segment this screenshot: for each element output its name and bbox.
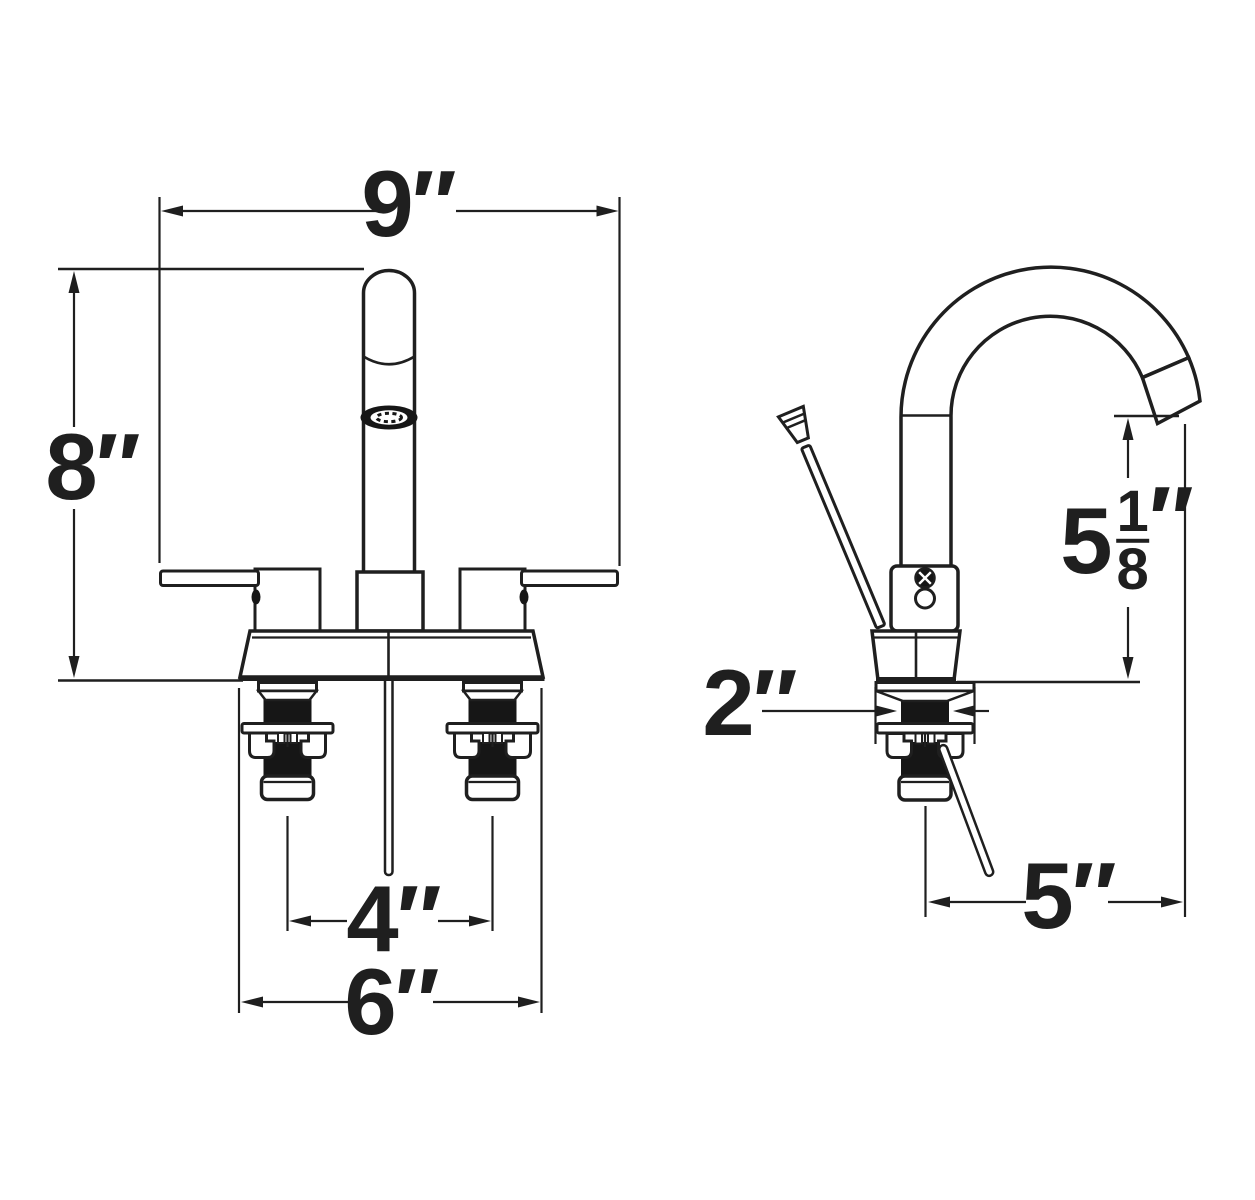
spout-height-fraction: 1 8	[1116, 478, 1149, 602]
spout-base-block	[355, 570, 425, 633]
dimension-label-base-width: 6″	[344, 949, 439, 1054]
side-view	[762, 265, 1202, 917]
dimension-4in	[286, 816, 494, 931]
valve-body	[889, 564, 960, 633]
dimension-6in	[237, 688, 543, 1013]
dimension-label-spout-height: 5 1 8 ″	[1060, 466, 1194, 602]
cone-base	[870, 629, 962, 682]
spout-height-numerator: 1	[1116, 478, 1149, 544]
spout-height-whole: 5	[1060, 488, 1112, 593]
dimension-label-overall-height: 8″	[45, 414, 140, 519]
dimension-label-spout-reach: 5″	[1021, 843, 1116, 948]
dimension-label-escutcheon-width: 2″	[702, 650, 797, 755]
spout-height-unit: ″	[1148, 466, 1194, 572]
dimension-9in	[158, 197, 621, 566]
pivot-hole	[914, 587, 936, 610]
dimension-label-overall-width: 9″	[361, 151, 456, 256]
handle-lever-right	[520, 569, 619, 587]
handle-lever-left	[159, 569, 260, 587]
dimension-5-1-8in	[1114, 414, 1179, 679]
lift-rod	[383, 670, 394, 877]
handle-post-right	[458, 567, 527, 633]
faucet-front	[159, 268, 619, 877]
dimension-label-hole-spacing: 4″	[346, 866, 441, 971]
set-screw-left	[251, 589, 261, 605]
spout-height-denominator: 8	[1116, 536, 1149, 602]
lever-handle	[776, 404, 886, 630]
gooseneck-spout	[899, 265, 1202, 572]
spout-joint-line	[362, 355, 416, 366]
lift-rod-side	[938, 743, 995, 878]
handle-post-left	[253, 567, 322, 633]
dimension-8in	[58, 267, 364, 682]
dimension-5in	[924, 424, 1187, 917]
spout-outlet-tip	[1140, 355, 1202, 427]
set-screw-right	[519, 589, 529, 605]
front-view	[58, 197, 621, 1013]
dimension-2in	[762, 687, 989, 744]
